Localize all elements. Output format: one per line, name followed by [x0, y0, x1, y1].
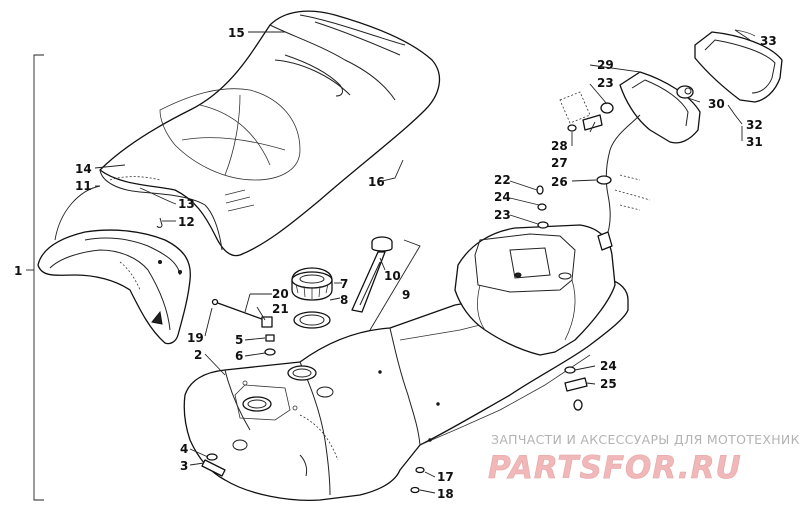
- callout-5: 5: [235, 333, 243, 347]
- callout-1: 1: [14, 264, 22, 278]
- callout-26: 26: [551, 175, 568, 189]
- watermark-caption: ЗАПЧАСТИ И АКСЕССУАРЫ ДЛЯ МОТОТЕХНИКИ: [491, 432, 800, 447]
- callout-21: 21: [272, 302, 289, 316]
- watermark-brand: PARTSFOR.RU: [488, 450, 742, 486]
- assembly-bracket: [26, 54, 44, 501]
- callout-32: 32: [746, 118, 763, 132]
- taillight-lens: [694, 29, 783, 103]
- callout-3: 3: [180, 459, 188, 473]
- callout-9: 9: [402, 288, 410, 302]
- seat-back: [37, 229, 191, 345]
- small-fasteners: [156, 185, 588, 494]
- storage-console: [454, 224, 616, 356]
- callout-24-upper: 24: [494, 190, 511, 204]
- callout-labels: 1 2 3 4 5 6 7 8 9 10 11 12 13 14 15 16 1…: [14, 26, 777, 501]
- callout-20: 20: [272, 287, 289, 301]
- callout-11: 11: [75, 179, 92, 193]
- watermark: ЗАПЧАСТИ И АКСЕССУАРЫ ДЛЯ МОТОТЕХНИКИ PA…: [488, 432, 800, 486]
- fuel-cap: [291, 267, 333, 301]
- callout-10: 10: [384, 269, 401, 283]
- taillight-housing: [619, 71, 701, 144]
- fuel-level-sender: [351, 236, 393, 313]
- callout-29: 29: [597, 58, 614, 72]
- callout-24-lower: 24: [600, 359, 617, 373]
- callout-13: 13: [178, 197, 195, 211]
- callout-30: 30: [708, 97, 725, 111]
- callout-17: 17: [437, 470, 454, 484]
- callout-19: 19: [187, 331, 204, 345]
- callout-2: 2: [194, 348, 202, 362]
- callout-15: 15: [228, 26, 245, 40]
- callout-14: 14: [75, 162, 92, 176]
- callout-23-lower: 23: [494, 208, 511, 222]
- seat-cushion: [99, 10, 441, 257]
- callout-31: 31: [746, 135, 763, 149]
- leader-lines: [54, 29, 751, 494]
- callout-8: 8: [340, 293, 348, 307]
- taillight-harness: [559, 91, 651, 251]
- callout-4: 4: [180, 442, 188, 456]
- callout-16: 16: [368, 175, 385, 189]
- callout-28: 28: [551, 139, 568, 153]
- callout-23-upper: 23: [597, 76, 614, 90]
- callout-33: 33: [760, 34, 777, 48]
- callout-12: 12: [178, 215, 195, 229]
- seat-latch-rod: [211, 298, 273, 328]
- callout-18: 18: [437, 487, 454, 501]
- callout-6: 6: [235, 349, 243, 363]
- callout-7: 7: [340, 277, 348, 291]
- callout-27: 27: [551, 156, 568, 170]
- fuel-cap-gasket: [293, 311, 331, 329]
- callout-25: 25: [600, 377, 617, 391]
- callout-22: 22: [494, 173, 511, 187]
